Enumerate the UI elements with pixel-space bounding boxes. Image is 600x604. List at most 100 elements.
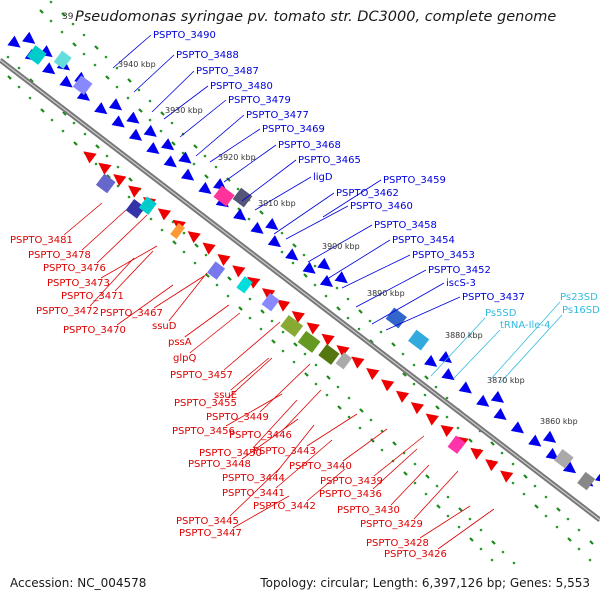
forward-cds-arrow (94, 102, 111, 119)
gc-dot (183, 232, 186, 235)
gc-dot (589, 559, 592, 562)
gc-dot (413, 364, 416, 367)
gene-label-lower: pssA (168, 337, 192, 348)
gc-dash (139, 109, 142, 112)
tick-label: 3910 kbp (258, 199, 296, 208)
gene-label-upper: PSPTO_3452 (428, 265, 491, 276)
gc-dash (590, 541, 593, 544)
tick-label: 3900 kbp (322, 242, 360, 251)
gene-label-lower: PSPTO_3447 (179, 528, 242, 539)
gc-dot (446, 416, 449, 419)
gc-dash (239, 307, 242, 310)
gc-dot (84, 133, 87, 136)
gc-dot (447, 496, 450, 499)
map-title: Pseudomonas syringae pv. tomato str. DC3… (75, 9, 556, 25)
gc-dot (271, 320, 274, 323)
gc-dash (327, 376, 330, 379)
gc-dot (358, 328, 361, 331)
gc-dash (261, 310, 264, 313)
gc-dash (74, 142, 77, 145)
gc-dash (470, 538, 473, 541)
cog-block (96, 174, 116, 194)
forward-cds-arrow (491, 391, 508, 408)
accession-text: Accession: NC_004578 (10, 576, 146, 590)
gc-dash (95, 46, 98, 49)
gc-dot (194, 262, 197, 265)
label-leader (343, 429, 387, 461)
gc-dot (369, 320, 372, 323)
gene-label-upper: PSPTO_3454 (392, 235, 455, 246)
gc-dot (314, 284, 317, 287)
gc-dash (304, 274, 307, 277)
gc-dot (149, 119, 152, 122)
forward-cds-arrow (320, 275, 337, 292)
gc-dash (436, 406, 439, 409)
gc-dot (523, 493, 526, 496)
gene-label-lower: PSPTO_3472 (36, 306, 99, 317)
gc-dot (62, 130, 65, 133)
gene-label-upper: PSPTO_3468 (278, 140, 341, 151)
label-leader (64, 203, 102, 235)
gene-label-lower: PSPTO_3470 (63, 325, 126, 336)
gc-dash (392, 343, 395, 346)
forward-cds-arrow (317, 258, 334, 275)
forward-cds-arrow (126, 112, 143, 129)
gene-label-upper: PSPTO_3469 (262, 124, 325, 135)
label-leader (117, 285, 173, 325)
cog-block (207, 261, 225, 279)
cog-block (73, 75, 93, 95)
gene-label-lower: PSPTO_3428 (366, 538, 429, 549)
gc-dash (96, 145, 99, 148)
gc-dot (150, 218, 153, 221)
reverse-cds-arrow (482, 454, 499, 471)
gene-label-lower: ssuD (152, 321, 177, 332)
gc-dot (50, 1, 53, 4)
label-leader (260, 364, 310, 412)
gc-dot (281, 232, 284, 235)
gc-dot (381, 449, 384, 452)
gc-dash (260, 211, 263, 214)
gc-dot (281, 251, 284, 254)
gene-label-upper: PSPTO_3462 (336, 188, 399, 199)
label-leader (196, 115, 244, 156)
gc-dash (294, 343, 297, 346)
gc-dot (402, 353, 405, 356)
gene-label-upper: PSPTO_3460 (350, 201, 413, 212)
reverse-cds-arrow (124, 181, 141, 198)
gc-dot (380, 331, 383, 334)
gene-label-lower: PSPTO_3440 (289, 461, 352, 472)
rna-label: Ps16SD (562, 305, 600, 316)
label-leader (342, 255, 410, 288)
gc-dash (206, 274, 209, 277)
gene-label-lower: PSPTO_3471 (61, 291, 124, 302)
gene-label-lower: PSPTO_3446 (229, 430, 292, 441)
gc-dash (205, 175, 208, 178)
gc-dash (404, 472, 407, 475)
gc-dash (173, 241, 176, 244)
forward-cds-arrow (164, 155, 181, 172)
gc-dot (304, 353, 307, 356)
gc-dot (83, 34, 86, 37)
gc-dot (161, 229, 164, 232)
forward-cds-arrow (198, 182, 215, 199)
gene-label-lower: PSPTO_3442 (253, 501, 316, 512)
gc-dot (337, 386, 340, 389)
reverse-cds-arrow (154, 204, 171, 221)
tick-label: 3920 kbp (218, 153, 256, 162)
label-leader (115, 251, 153, 291)
gc-dot (578, 548, 581, 551)
gene-label-upper: iscS-3 (446, 278, 476, 289)
gene-label-upper: PSPTO_3477 (246, 110, 309, 121)
gc-dot (260, 328, 263, 331)
gc-dot (205, 254, 208, 257)
gc-dash (128, 79, 131, 82)
gc-dot (237, 188, 240, 191)
cog-block (298, 331, 321, 353)
gene-label-upper: PSPTO_3488 (176, 50, 239, 61)
label-leader (82, 210, 126, 250)
gc-dot (413, 383, 416, 386)
gene-label-lower: PSPTO_3456 (172, 426, 235, 437)
gc-dot (545, 496, 548, 499)
gc-dot (73, 122, 76, 125)
gene-label-upper: PSPTO_3480 (210, 81, 273, 92)
